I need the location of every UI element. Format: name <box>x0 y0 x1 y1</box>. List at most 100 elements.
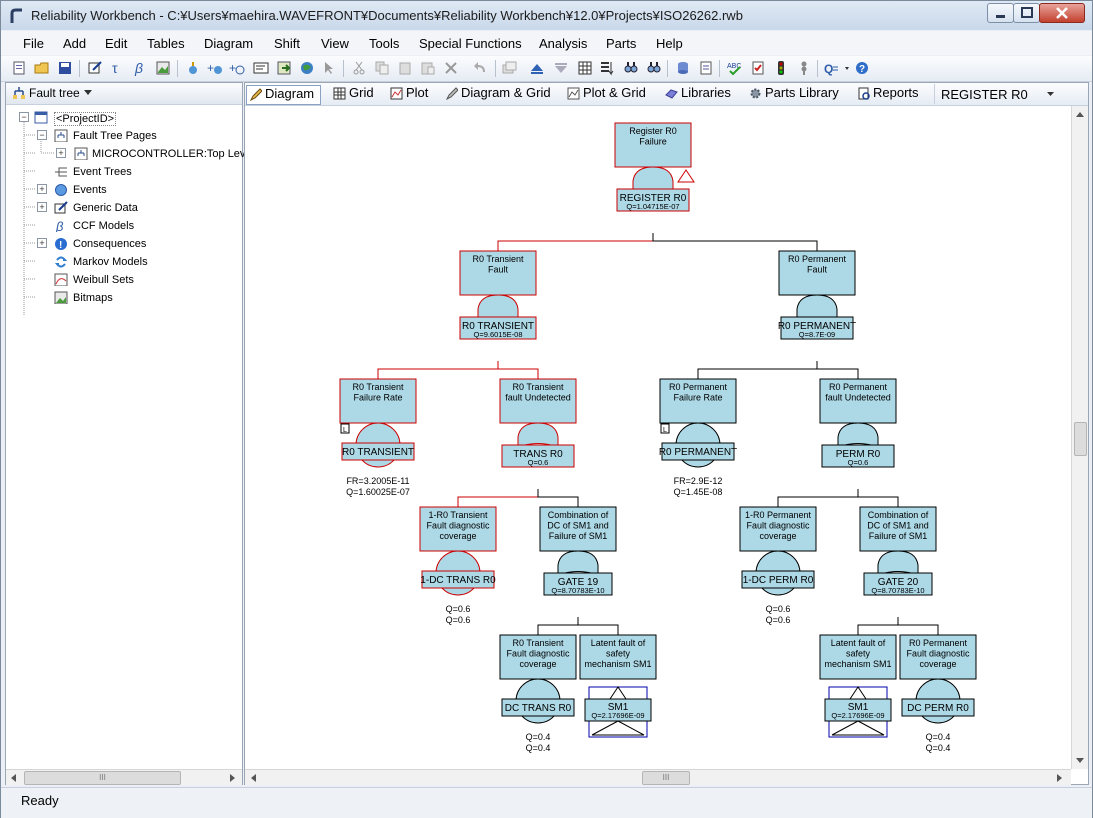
probability-text: Q=8.70783E-10 <box>551 586 604 595</box>
collapse-toggle[interactable]: − <box>37 130 47 140</box>
report-icon[interactable] <box>698 60 714 76</box>
description-text: Register R0 <box>629 126 677 136</box>
menu-tools[interactable]: Tools <box>369 36 400 51</box>
move-down-icon[interactable] <box>553 60 569 76</box>
help-icon[interactable]: ? <box>854 60 870 76</box>
sort-icon[interactable] <box>599 60 615 76</box>
database-icon[interactable] <box>675 60 691 76</box>
page-selector-dropdown[interactable]: REGISTER R0 <box>939 84 1059 104</box>
menu-analysis[interactable]: Analysis <box>539 36 588 51</box>
collapse-toggle[interactable]: − <box>19 112 29 122</box>
expand-toggle[interactable]: + <box>37 184 47 194</box>
menu-special-functions[interactable]: Special Functions <box>419 36 522 51</box>
tree-item-project[interactable]: <ProjectID> <box>54 112 117 126</box>
menu-add[interactable]: Add <box>63 36 87 51</box>
find-next-icon[interactable] <box>646 60 662 76</box>
tree-item-weibull-sets[interactable]: Weibull Sets <box>73 274 134 286</box>
description-text: Fault diagnostic <box>906 649 970 659</box>
find-icon[interactable] <box>623 60 639 76</box>
menu-diagram[interactable]: Diagram <box>204 36 254 51</box>
tree-view-selector[interactable]: Fault tree <box>6 83 242 105</box>
tree-item-event-trees[interactable]: Event Trees <box>73 166 132 178</box>
tab-diagram[interactable]: Diagram <box>246 85 322 105</box>
edit-properties-icon[interactable] <box>87 60 103 76</box>
save-icon[interactable] <box>57 60 73 76</box>
menu-tables[interactable]: Tables <box>147 36 185 51</box>
run-analysis-icon[interactable] <box>796 60 812 76</box>
add-transfer-icon[interactable]: + <box>229 60 245 76</box>
diagram-horizontal-scrollbar[interactable]: III <box>245 769 1071 785</box>
tab-plot-grid[interactable]: Plot & Grid <box>565 85 646 103</box>
tree-item-bitmaps[interactable]: Bitmaps <box>73 292 113 304</box>
globe-icon[interactable] <box>299 60 315 76</box>
connector-line <box>457 489 539 507</box>
tab-parts-library[interactable]: Parts Library <box>747 85 839 103</box>
traffic-light-icon[interactable] <box>773 60 789 76</box>
tau-icon[interactable]: τ <box>109 60 125 76</box>
expand-toggle[interactable]: + <box>56 148 66 158</box>
menu-shift[interactable]: Shift <box>274 36 301 51</box>
tree-item-generic-data[interactable]: Generic Data <box>73 202 138 214</box>
probability-text: Q=9.6015E-08 <box>474 330 523 339</box>
text-box-icon[interactable] <box>253 60 269 76</box>
tab-libraries[interactable]: Libraries <box>663 85 731 103</box>
scroll-left-icon[interactable] <box>11 774 17 782</box>
pointer-icon[interactable] <box>321 60 337 76</box>
tree-item-fault-tree-pages[interactable]: Fault Tree Pages <box>73 130 157 142</box>
copy-icon[interactable] <box>374 60 390 76</box>
undo-icon[interactable] <box>473 60 489 76</box>
tab-reports[interactable]: Reports <box>855 85 919 103</box>
grid-icon[interactable] <box>577 60 593 76</box>
beta-icon[interactable]: β <box>132 60 148 76</box>
close-button[interactable] <box>1039 3 1085 23</box>
diagram-vertical-scrollbar[interactable] <box>1071 106 1088 769</box>
layers-icon[interactable] <box>501 60 517 76</box>
tab-diagram-grid[interactable]: Diagram & Grid <box>443 85 551 103</box>
scroll-down-icon[interactable] <box>1076 758 1084 764</box>
scroll-right-icon[interactable] <box>1057 774 1063 782</box>
tree-item-ccf-models[interactable]: CCF Models <box>73 220 135 232</box>
paste-icon[interactable] <box>397 60 413 76</box>
query-icon[interactable]: Q <box>823 60 839 76</box>
delete-icon[interactable] <box>443 60 459 76</box>
cut-icon[interactable] <box>351 60 367 76</box>
add-gate-icon[interactable]: + <box>207 60 223 76</box>
menu-file[interactable]: File <box>23 36 44 51</box>
menu-parts[interactable]: Parts <box>606 36 637 51</box>
tree-item-markov-models[interactable]: Markov Models <box>73 256 148 268</box>
tab-grid[interactable]: Grid <box>331 85 374 103</box>
description-text: R0 Transient <box>352 382 404 392</box>
move-up-icon[interactable] <box>529 60 545 76</box>
library-import-icon[interactable] <box>277 60 293 76</box>
checklist-icon[interactable] <box>750 60 766 76</box>
dropdown-arrow-icon[interactable] <box>843 60 859 76</box>
tree-item-events[interactable]: Events <box>73 184 107 196</box>
tab-plot[interactable]: Plot <box>388 85 428 103</box>
scroll-thumb[interactable] <box>1074 422 1087 456</box>
add-event-icon[interactable] <box>185 60 201 76</box>
paste-special-icon[interactable] <box>420 60 436 76</box>
tree-item-microcontroller[interactable]: MICROCONTROLLER:Top Level <box>92 148 254 160</box>
expand-toggle[interactable]: + <box>37 238 47 248</box>
description-text: Combination of <box>548 510 609 520</box>
scroll-thumb[interactable]: III <box>24 771 181 785</box>
scroll-up-icon[interactable] <box>1076 112 1084 118</box>
menu-edit[interactable]: Edit <box>105 36 128 51</box>
tree-item-consequences[interactable]: Consequences <box>73 238 147 250</box>
new-icon[interactable] <box>11 60 27 76</box>
image-icon[interactable] <box>155 60 171 76</box>
menu-help[interactable]: Help <box>656 36 683 51</box>
scroll-left-icon[interactable] <box>251 774 257 782</box>
maximize-button[interactable] <box>1013 3 1040 23</box>
toolbar-separator <box>667 60 668 77</box>
minimize-button[interactable] <box>987 3 1014 23</box>
menu-view[interactable]: View <box>321 36 349 51</box>
tree-horizontal-scrollbar[interactable]: III <box>6 769 242 785</box>
open-icon[interactable] <box>34 60 50 76</box>
scroll-thumb[interactable]: III <box>642 771 690 785</box>
description-text: Fault <box>807 265 828 275</box>
spell-check-icon[interactable]: ABC <box>727 60 743 76</box>
expand-toggle[interactable]: + <box>37 202 47 212</box>
scroll-right-icon[interactable] <box>230 774 236 782</box>
